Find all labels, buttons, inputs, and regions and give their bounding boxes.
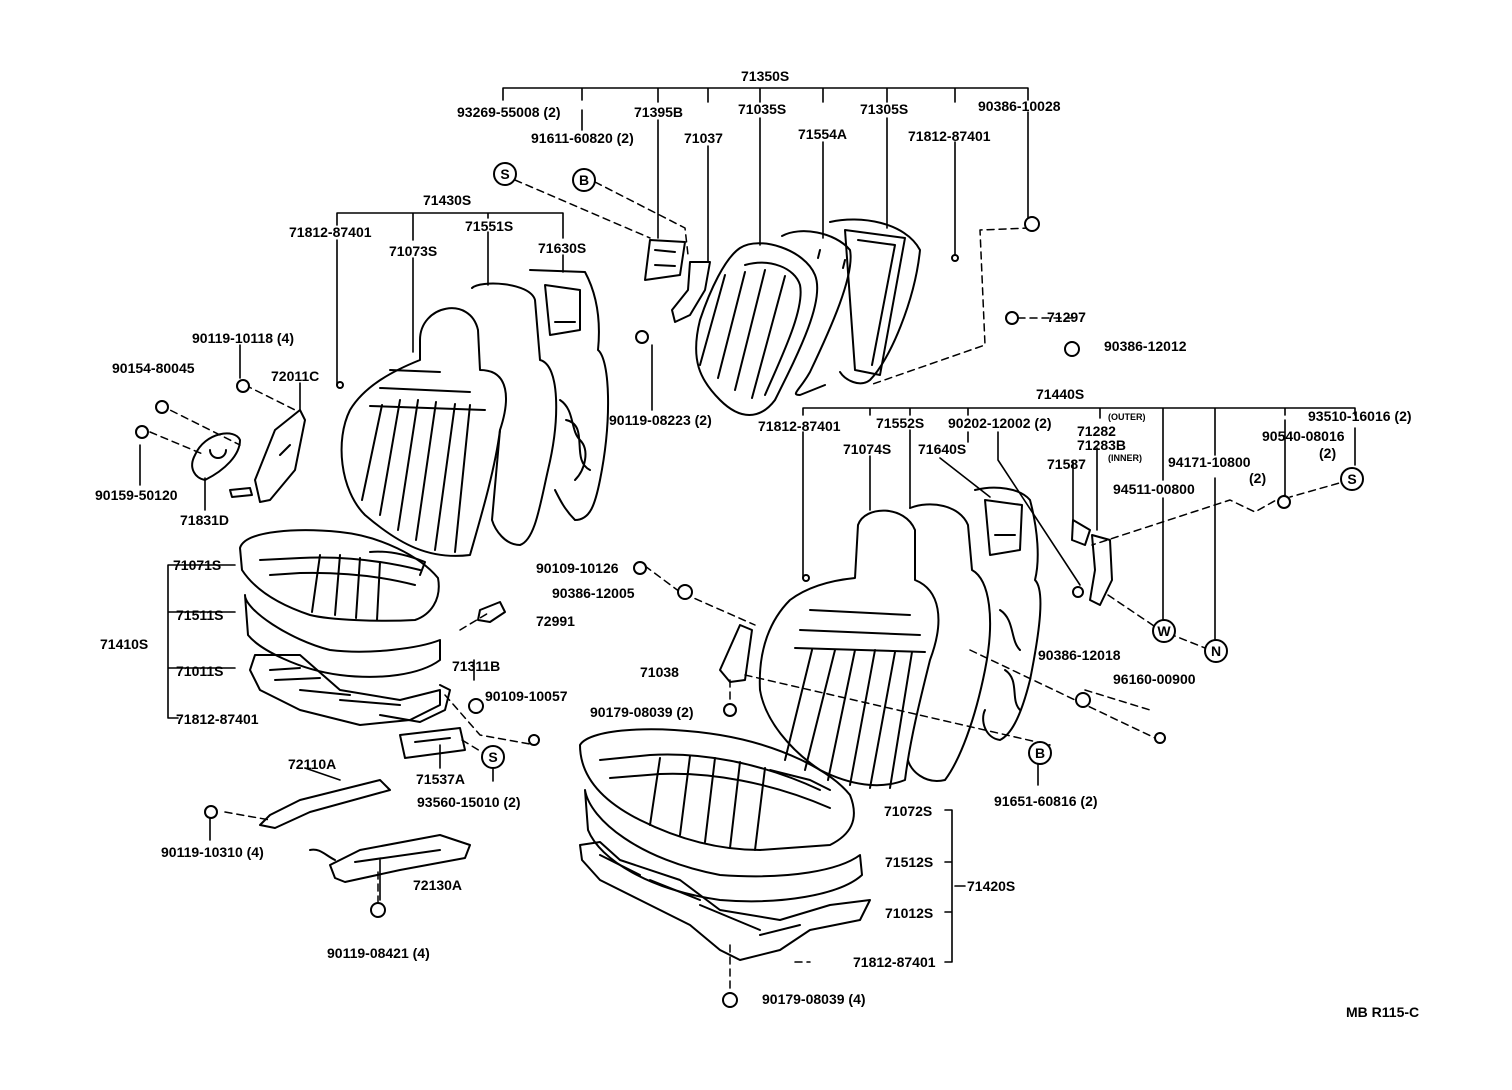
label-71587: 71587: [1047, 456, 1086, 472]
label-71420S: 71420S: [967, 878, 1016, 894]
label-94171-qty: (2): [1249, 470, 1267, 486]
label-71011S: 71011S: [176, 663, 224, 679]
label-71440S: 71440S: [1036, 386, 1085, 402]
label-71035S: 71035S: [738, 101, 787, 117]
label-90119-08421: 90119-08421 (4): [327, 945, 430, 961]
label-90154-80045: 90154-80045: [112, 360, 195, 376]
label-71311B: 71311B: [452, 658, 501, 674]
label-90119-10118: 90119-10118 (4): [192, 330, 294, 346]
label-71071S: 71071S: [173, 557, 222, 573]
label-90119-08223: 90119-08223 (2): [609, 412, 712, 428]
label-93560-15010: 93560-15010 (2): [417, 794, 521, 810]
label-96160-00900: 96160-00900: [1113, 671, 1196, 687]
seat-back-panels: [644, 218, 921, 416]
symbol-s-right: S: [1340, 467, 1364, 491]
label-90386-12018: 90386-12018: [1038, 647, 1121, 663]
label-71812-87401-bottom: 71812-87401: [853, 954, 936, 970]
label-71551S: 71551S: [465, 218, 514, 234]
label-71395B: 71395B: [634, 104, 684, 120]
label-90540-qty: (2): [1319, 445, 1337, 461]
symbol-s-top: S: [493, 162, 517, 186]
label-72110A: 72110A: [288, 756, 337, 772]
fasteners: [135, 216, 1291, 1008]
small-parts: [191, 409, 1113, 883]
label-72130A: 72130A: [413, 877, 463, 893]
label-71037: 71037: [684, 130, 723, 146]
leader-lines: [139, 87, 1356, 963]
label-72011C: 72011C: [271, 368, 320, 384]
label-71831D: 71831D: [180, 512, 230, 528]
label-71410S: 71410S: [100, 636, 149, 652]
label-93510-16016: 93510-16016 (2): [1308, 408, 1412, 424]
label-71282: 71282: [1077, 423, 1116, 439]
label-94511-00800: 94511-00800: [1113, 481, 1195, 497]
label-71073S: 71073S: [389, 243, 438, 259]
symbol-s-mid: S: [481, 745, 505, 769]
label-90109-10057: 90109-10057: [485, 688, 568, 704]
label-91651-60816: 91651-60816 (2): [994, 793, 1098, 809]
symbol-b-bottom: B: [1028, 741, 1052, 765]
label-71511S: 71511S: [176, 607, 224, 623]
right-seat-cushion: [579, 728, 871, 961]
label-90179-08039-top: 90179-08039 (2): [590, 704, 694, 720]
left-seat-back: [340, 269, 609, 557]
right-seat-back: [758, 486, 1042, 789]
label-90386-12005: 90386-12005: [552, 585, 635, 601]
label-90109-10126: 90109-10126: [536, 560, 619, 576]
label-71283B: 71283B: [1077, 437, 1127, 453]
label-71640S: 71640S: [918, 441, 967, 457]
label-90386-10028: 90386-10028: [978, 98, 1061, 114]
label-71554A: 71554A: [798, 126, 848, 142]
symbol-b-top: B: [572, 168, 596, 192]
label-93269-55008: 93269-55008 (2): [457, 104, 561, 120]
label-71012S: 71012S: [885, 905, 934, 921]
label-90386-12012: 90386-12012: [1104, 338, 1187, 354]
label-71812-87401-top: 71812-87401: [908, 128, 991, 144]
label-71074S: 71074S: [843, 441, 892, 457]
label-71812-87401-mid: 71812-87401: [758, 418, 841, 434]
symbol-n: N: [1204, 639, 1228, 663]
label-71038: 71038: [640, 664, 679, 680]
label-71430S: 71430S: [423, 192, 472, 208]
dashed-leaders: [149, 179, 1351, 991]
label-71072S: 71072S: [884, 803, 933, 819]
label-71552S: 71552S: [876, 415, 925, 431]
label-91611-60820: 91611-60820 (2): [531, 130, 634, 146]
symbol-w: W: [1152, 619, 1176, 643]
label-71512S: 71512S: [885, 854, 934, 870]
label-71812-87401-left: 71812-87401: [289, 224, 372, 240]
label-71630S: 71630S: [538, 240, 587, 256]
label-94171-10800: 94171-10800: [1168, 454, 1251, 470]
label-71305S: 71305S: [860, 101, 909, 117]
label-90540-08016: 90540-08016: [1262, 428, 1345, 444]
label-90202-12002: 90202-12002 (2): [948, 415, 1052, 431]
label-90159-50120: 90159-50120: [95, 487, 178, 503]
label-71297: 71297: [1047, 309, 1086, 325]
label-90119-10310: 90119-10310 (4): [161, 844, 264, 860]
label-72991: 72991: [536, 613, 575, 629]
label-71812-87401-cushion: 71812-87401: [176, 711, 259, 727]
label-71350S: 71350S: [741, 68, 790, 84]
left-seat-cushion: [239, 529, 451, 726]
label-90179-08039-bottom: 90179-08039 (4): [762, 991, 866, 1007]
diagram-code: MB R115-C: [1346, 1004, 1420, 1020]
label-71537A: 71537A: [416, 771, 466, 787]
label-inner: (INNER): [1108, 453, 1142, 463]
label-outer: (OUTER): [1108, 412, 1146, 422]
